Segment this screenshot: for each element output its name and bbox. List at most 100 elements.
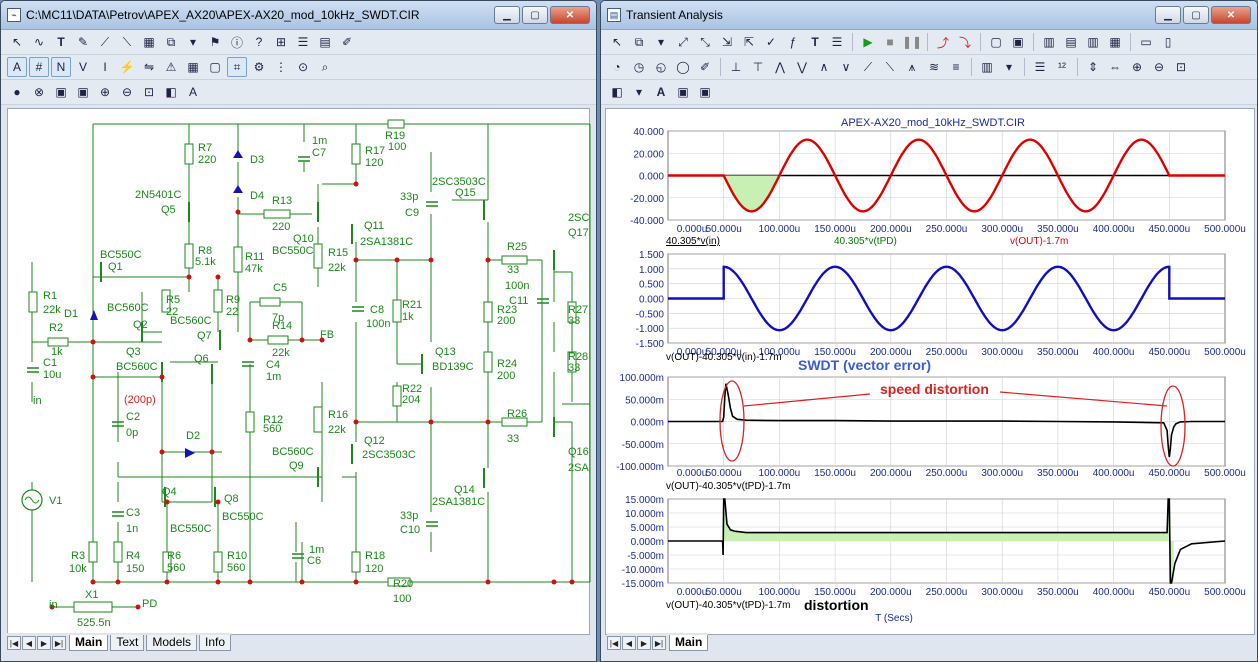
- brush-icon[interactable]: ⟋: [100, 34, 110, 49]
- maximize-button[interactable]: ▢: [522, 6, 548, 24]
- frame2-icon[interactable]: ▣: [1012, 35, 1024, 49]
- stop-icon[interactable]: ■: [886, 35, 894, 49]
- binoculars-icon[interactable]: ⊙: [297, 60, 309, 74]
- page2-icon[interactable]: ▣: [699, 85, 711, 99]
- border-icon[interactable]: ▢: [209, 60, 221, 74]
- font-icon[interactable]: A: [188, 85, 197, 99]
- properties-icon[interactable]: ☰: [297, 35, 309, 49]
- wave-icon[interactable]: ⤴: [936, 35, 949, 50]
- cancel-icon[interactable]: ⊗: [33, 85, 45, 99]
- grid-toggle-icon[interactable]: ▦: [187, 60, 199, 74]
- vertical-icon[interactable]: ▯: [1164, 35, 1172, 49]
- frame-icon[interactable]: ▢: [990, 35, 1002, 49]
- text-tool-icon[interactable]: T: [57, 35, 65, 49]
- grid-icon[interactable]: ▤: [319, 35, 331, 49]
- find-icon[interactable]: ⌕: [321, 59, 329, 74]
- func-icon[interactable]: ƒ: [789, 35, 797, 49]
- horizontal-icon[interactable]: ▭: [1140, 35, 1152, 49]
- help-icon[interactable]: ?: [255, 35, 263, 49]
- zoom-in-icon[interactable]: ⊕: [1131, 60, 1143, 74]
- cursor-slope-icon[interactable]: ⟋: [863, 59, 873, 74]
- layout4-icon[interactable]: ▦: [1109, 35, 1121, 49]
- tab-models[interactable]: Models: [146, 635, 198, 651]
- wire-diagonal-icon[interactable]: ⟍: [122, 34, 132, 49]
- prev-page-icon[interactable]: ◀: [622, 636, 636, 650]
- text-tool-icon[interactable]: T: [811, 35, 819, 49]
- font-icon[interactable]: A: [656, 85, 666, 99]
- zoom-out-icon[interactable]: ⊖: [121, 85, 133, 99]
- list-icon[interactable]: ☰: [1034, 60, 1046, 74]
- zoom-area-icon[interactable]: ⊡: [1175, 60, 1187, 74]
- dropdown-icon[interactable]: ▾: [189, 35, 197, 49]
- maximize-button[interactable]: ▢: [1183, 6, 1209, 24]
- first-page-icon[interactable]: |◀: [607, 636, 621, 650]
- minimize-button[interactable]: ▁: [494, 6, 520, 24]
- numbers-icon[interactable]: ¹²: [1058, 60, 1066, 74]
- wave2-icon[interactable]: ⤵: [958, 35, 971, 50]
- transient-titlebar[interactable]: ▤ Transient Analysis ▁ ▢ ✕: [601, 1, 1257, 30]
- page-icon[interactable]: ▣: [55, 85, 67, 99]
- snap-icon[interactable]: ⌗: [227, 57, 247, 77]
- zoom-out-icon[interactable]: ⊖: [1153, 60, 1165, 74]
- pencil-icon[interactable]: ✎: [77, 35, 89, 49]
- page-icon[interactable]: ▣: [677, 85, 689, 99]
- last-page-icon[interactable]: ▶|: [652, 636, 666, 650]
- pins-icon[interactable]: ⋮: [275, 60, 287, 74]
- settings-icon[interactable]: ⚙: [253, 60, 265, 74]
- select-tool-icon[interactable]: ↖: [11, 35, 23, 49]
- color-icon[interactable]: ◧: [165, 85, 177, 99]
- info-icon[interactable]: ⓘ: [230, 35, 243, 50]
- attr-text-icon[interactable]: A: [7, 57, 27, 77]
- stopwatch-icon[interactable]: ◔: [613, 60, 621, 74]
- copy-icon[interactable]: ⧉: [634, 34, 644, 49]
- layout-icon[interactable]: ▥: [1043, 35, 1055, 49]
- component-icon[interactable]: ▦: [143, 35, 155, 49]
- tab-main[interactable]: Main: [69, 635, 109, 651]
- prev-page-icon[interactable]: ◀: [22, 636, 36, 650]
- first-page-icon[interactable]: |◀: [7, 636, 21, 650]
- close-button[interactable]: ✕: [1211, 6, 1251, 24]
- close-button[interactable]: ✕: [550, 6, 590, 24]
- run-icon[interactable]: ▶: [863, 35, 873, 49]
- meter-icon[interactable]: ◵: [655, 60, 667, 74]
- dropdown-icon[interactable]: ▾: [635, 85, 643, 99]
- last-page-icon[interactable]: ▶|: [52, 636, 66, 650]
- tab-main[interactable]: Main: [669, 635, 709, 651]
- dropdown-icon[interactable]: ▾: [1005, 60, 1013, 74]
- pause-icon[interactable]: ❚❚: [901, 35, 923, 49]
- page2-icon[interactable]: ▣: [77, 85, 89, 99]
- scale-icon[interactable]: ⤢: [678, 34, 688, 49]
- select-tool-icon[interactable]: ↖: [611, 35, 623, 49]
- edit-icon[interactable]: ✐: [341, 35, 353, 49]
- next-page-icon[interactable]: ▶: [37, 636, 51, 650]
- cursor-top-icon[interactable]: ⟍: [885, 59, 895, 74]
- voltage-icon[interactable]: V: [78, 60, 87, 74]
- properties-icon[interactable]: ☰: [831, 35, 843, 49]
- current-icon[interactable]: I: [103, 60, 107, 74]
- color-icon[interactable]: ◧: [611, 85, 623, 99]
- edit-icon[interactable]: ✐: [699, 60, 711, 74]
- schematic-titlebar[interactable]: ⌁ C:\MC11\DATA\Petrov\APEX_AX20\APEX-AX2…: [1, 1, 596, 30]
- cursor-low-icon[interactable]: ⋁: [797, 60, 807, 74]
- cursor-global-icon[interactable]: ∨: [841, 60, 851, 74]
- stop-icon[interactable]: ●: [13, 85, 21, 99]
- scale3-icon[interactable]: ⇲: [721, 35, 733, 49]
- fit2-icon[interactable]: ⇔: [1109, 60, 1121, 74]
- check-icon[interactable]: ✓: [765, 35, 777, 49]
- tab-info[interactable]: Info: [199, 635, 232, 651]
- cursor-wave-icon[interactable]: ≋: [928, 60, 940, 74]
- node-names-icon[interactable]: N: [51, 57, 71, 77]
- node-numbers-icon[interactable]: #: [29, 57, 49, 77]
- cursor-valley-icon[interactable]: ⊤: [752, 60, 764, 74]
- flag-icon[interactable]: ⚑: [209, 35, 221, 49]
- ring-icon[interactable]: ◯: [676, 60, 690, 74]
- fit-icon[interactable]: ⇕: [1087, 60, 1099, 74]
- clock-icon[interactable]: ◷: [633, 60, 645, 74]
- tab-text[interactable]: Text: [110, 635, 145, 651]
- cursor-peak-icon[interactable]: ⊥: [730, 60, 742, 74]
- scale4-icon[interactable]: ⇱: [743, 35, 755, 49]
- next-page-icon[interactable]: ▶: [637, 636, 651, 650]
- state-icon[interactable]: ⇋: [143, 60, 155, 74]
